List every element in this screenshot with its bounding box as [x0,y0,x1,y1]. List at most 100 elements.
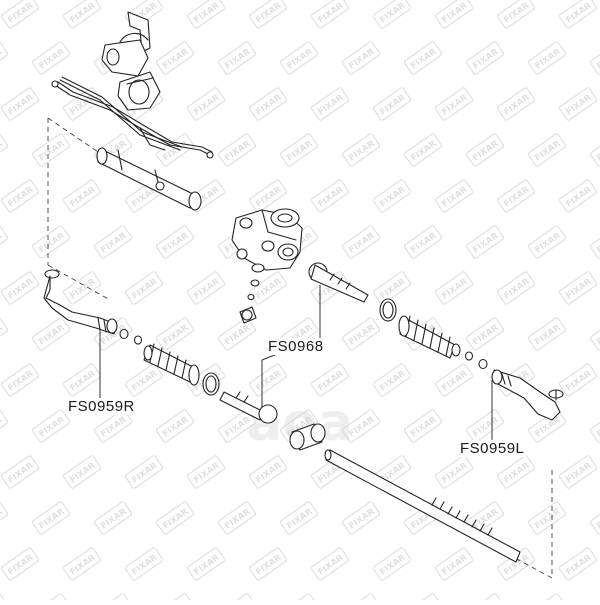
watermark-tile: FIXAR [527,41,567,75]
watermark-tile: FIXAR [62,271,102,305]
watermark-tile: FIXAR [496,179,536,213]
watermark-tile: FIXAR [465,225,505,259]
svg-text:FIXAR: FIXAR [595,507,600,532]
watermark-tile: FIXAR [31,409,71,443]
watermark-tile: FIXAR [217,593,257,605]
watermark-tile: FIXAR [341,225,381,259]
watermark-tile: FIXAR [0,87,40,121]
watermark-tile: FIXAR [589,501,600,535]
watermark-tile: FIXAR [186,547,226,581]
watermark-tile: FIXAR [558,179,598,213]
watermark-tile: FIXAR [465,41,505,75]
watermark-tile: FIXAR [248,455,288,489]
watermark-tile: FIXAR [62,179,102,213]
watermark-tile: FIXAR [248,0,288,29]
watermark-tile: FIXAR [31,225,71,259]
watermark-tile: FIXAR [155,409,195,443]
callout-fs0959r: FS0959R [66,398,137,415]
watermark-tile: FIXAR [0,547,40,581]
watermark-tile: FIXAR [124,455,164,489]
watermark-tile: FIXAR [372,87,412,121]
watermark-tile: FIXAR [248,271,288,305]
watermark-tile: FIXAR [155,501,195,535]
body-seals [239,263,265,324]
watermark-tile: FIXAR [496,0,536,29]
watermark-tile: FIXAR [558,0,598,29]
svg-text:FIXAR: FIXAR [595,139,600,164]
watermark-tile: FIXAR [434,363,474,397]
watermark-tile: FIXAR [62,363,102,397]
watermark-tile: FIXAR [248,179,288,213]
watermark-tile: FIXAR [403,593,443,605]
watermark-tile: FIXAR [310,179,350,213]
snap-ring-right [379,298,397,322]
watermark-tile: FIXAR [93,225,133,259]
watermark-tile: FIXAR [558,87,598,121]
watermark-tile: FIXAR [31,133,71,167]
watermark-tile: FIXAR [527,225,567,259]
watermark-tile: FIXAR [341,593,381,605]
watermark-tile: FIXAR [434,455,474,489]
rack-bar [324,449,521,563]
watermark-tile: FIXAR [0,317,9,351]
watermark-tile: FIXAR [341,317,381,351]
watermark-tile: FIXAR [589,593,600,605]
watermark-tile: FIXAR [558,547,598,581]
tie-rod-end-left [43,269,118,335]
diagram-parts [43,11,564,563]
svg-text:FIXAR: FIXAR [595,415,600,440]
watermark-tile: FIXAR [124,363,164,397]
watermark-tile: FIXAR [465,317,505,351]
watermark-tile: FIXAR [372,547,412,581]
watermark-tile: FIXAR [465,593,505,605]
boot-clamps-right [464,351,488,370]
watermark-tile: FIXAR [310,547,350,581]
inner-tie-rod-upper [308,262,369,303]
watermark-tile: FIXAR [186,455,226,489]
watermark-tile: FIXAR [62,547,102,581]
watermark-tile: FIXAR [589,409,600,443]
svg-text:FIXAR: FIXAR [595,231,600,256]
watermark-tile: FIXAR [279,501,319,535]
watermark-tile: FIXAR [558,271,598,305]
tie-rod-end-right [491,369,564,421]
rack-bushing [117,71,161,111]
watermark-tile: FIXAR [434,87,474,121]
watermark-tile: FIXAR [527,593,567,605]
watermark-tile: FIXAR [0,363,40,397]
svg-text:FIXAR: FIXAR [595,47,600,72]
watermark-tile: FIXAR [589,41,600,75]
boot-clamps-left [119,328,143,345]
watermark-tile: FIXAR [155,133,195,167]
watermark-tile: FIXAR [217,41,257,75]
rack-boot-right [398,315,461,359]
watermark-tile: FIXAR [403,41,443,75]
watermark-tile: FIXAR [155,225,195,259]
watermark-tile: FIXAR [465,409,505,443]
inner-tie-rod-lower [219,391,278,424]
watermark-tile: FIXAR [217,133,257,167]
watermark-tile: FIXAR [496,271,536,305]
svg-text:FIXAR: FIXAR [595,323,600,348]
watermark-tile: FIXAR [372,0,412,29]
watermark-tile: FIXAR [434,547,474,581]
callout-fs0959l: FS0959L [458,440,527,457]
watermark-tile: FIXAR [558,363,598,397]
leader-lines [99,285,493,443]
watermark-tile: FIXAR [62,0,102,29]
watermark-tile: FIXAR [31,317,71,351]
steering-gear-body [231,208,303,271]
watermark-tile: FIXAR [310,87,350,121]
watermark-tile: FIXAR [93,593,133,605]
watermark-tile: FIXAR [0,271,40,305]
watermark-tile: FIXAR [0,501,9,535]
watermark-tile: FIXAR [403,409,443,443]
watermark-tile: FIXAR [248,363,288,397]
watermark-tile: FIXAR [434,0,474,29]
watermark-tile: FIXAR [434,271,474,305]
watermark-tile: FIXAR [217,317,257,351]
watermark-tile: FIXAR [496,455,536,489]
watermark-tile: FIXAR [155,593,195,605]
